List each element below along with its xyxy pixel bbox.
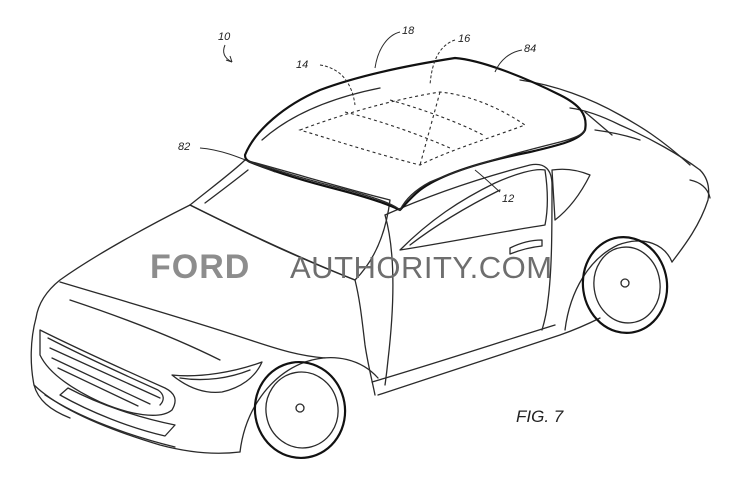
leader-lines bbox=[199, 31, 523, 193]
car-body bbox=[30, 79, 711, 460]
watermark-brand: FORD bbox=[150, 248, 250, 286]
ref-numeral-10: 10 bbox=[218, 31, 231, 43]
ref-numeral-14: 14 bbox=[296, 59, 308, 71]
roof-panel bbox=[243, 56, 587, 212]
watermark: FORD AUTHORITY.COM bbox=[150, 248, 553, 286]
ref-numeral-16: 16 bbox=[458, 33, 471, 45]
figure-label: FIG. 7 bbox=[516, 407, 564, 426]
ref-numeral-82: 82 bbox=[178, 141, 190, 153]
ref-numeral-18: 18 bbox=[402, 25, 415, 37]
ref-numeral-12: 12 bbox=[502, 193, 514, 205]
watermark-suffix: AUTHORITY.COM bbox=[290, 250, 553, 285]
ref-numeral-84: 84 bbox=[524, 43, 536, 55]
